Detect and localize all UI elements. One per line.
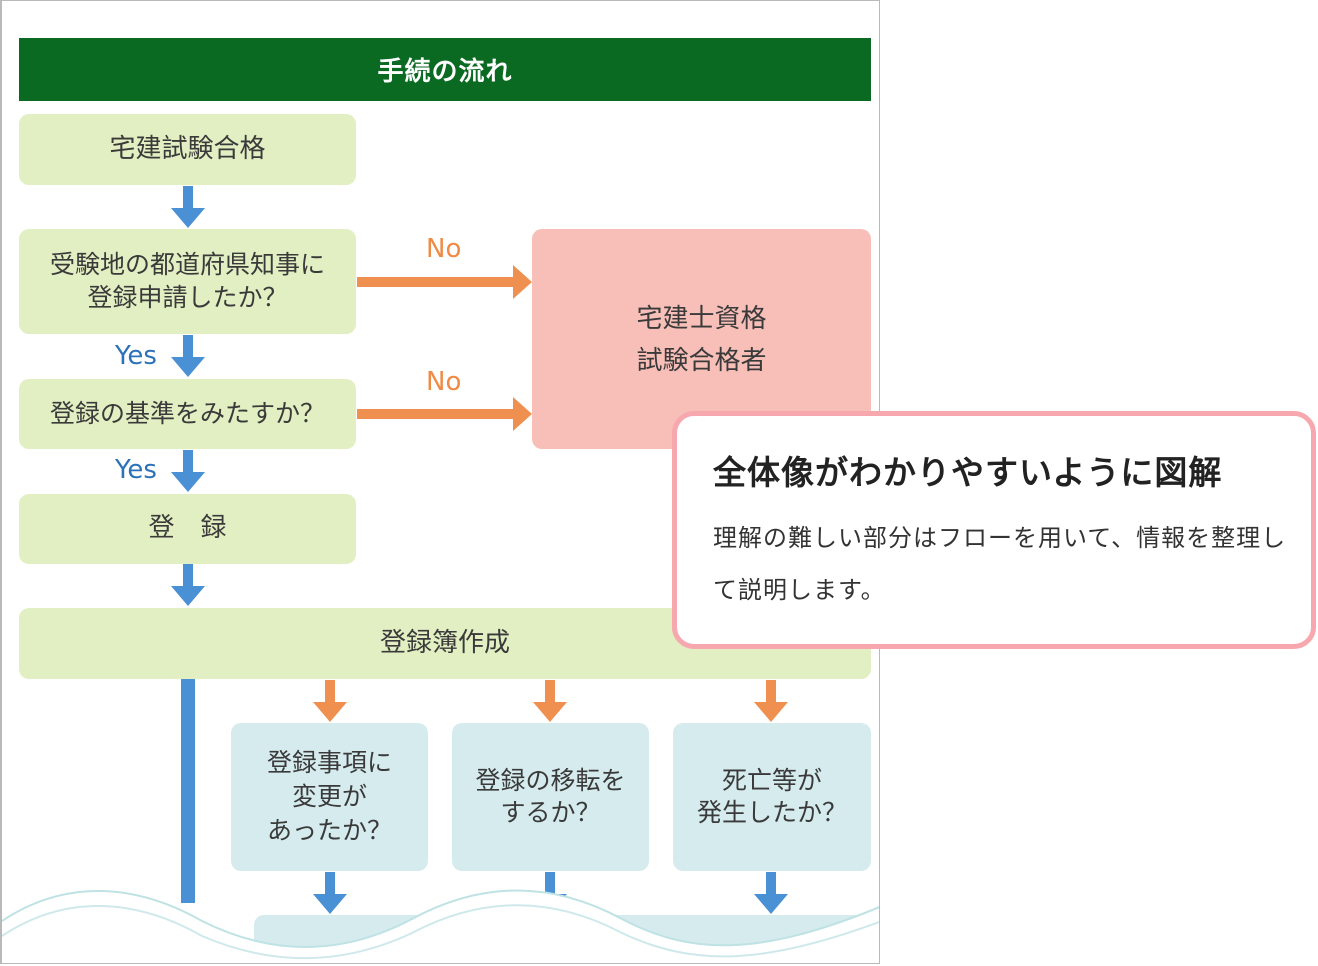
- callout-title: 全体像がわかりやすいように図解: [713, 453, 1223, 492]
- node-change-line2: 変更が: [291, 782, 367, 812]
- node-death-line1: 死亡等が: [721, 765, 822, 795]
- node-exam-pass: 宅建試験合格: [19, 114, 356, 185]
- label-yes-2: Yes: [115, 455, 157, 485]
- node-applied-line2: 登録申請したか？: [87, 282, 288, 312]
- arrow-applied-to-criteria: [183, 335, 193, 359]
- arrow-criteria-to-register: [183, 450, 193, 474]
- label-no-2: No: [426, 367, 462, 397]
- node-applied: 受験地の都道府県知事に 登録申請したか？: [19, 229, 356, 334]
- node-criteria-label: 登録の基準をみたすか？: [49, 398, 325, 428]
- node-qualified-line1: 宅建士資格: [636, 304, 767, 334]
- label-yes-1: Yes: [115, 341, 157, 371]
- node-change-line1: 登録事項に: [266, 748, 392, 778]
- node-applied-line1: 受験地の都道府県知事に: [49, 250, 325, 279]
- feature-callout: 全体像がわかりやすいように図解 理解の難しい部分はフローを用いて、情報を整理して…: [672, 411, 1316, 649]
- node-transfer-line1: 登録の移転を: [475, 765, 626, 795]
- node-death-line2: 発生したか？: [696, 798, 847, 827]
- arrow-pass-to-applied: [183, 186, 193, 210]
- node-exam-pass-label: 宅建試験合格: [109, 133, 266, 164]
- node-qualified-line2: 試験合格者: [636, 345, 767, 376]
- orange-arrows: [313, 265, 788, 722]
- callout-body: 理解の難しい部分はフローを用いて、情報を整理して説明します。: [713, 524, 1287, 604]
- continue-line: [181, 679, 195, 903]
- node-transfer-line2: するか？: [500, 798, 601, 827]
- node-transfer: 登録の移転を するか？: [452, 723, 649, 871]
- node-change-line3: あったか？: [266, 815, 392, 845]
- flow-arrows: [171, 186, 788, 914]
- node-death: 死亡等が 発生したか？: [673, 723, 871, 871]
- node-register: 登 録: [19, 494, 356, 564]
- node-criteria: 登録の基準をみたすか？: [19, 379, 356, 449]
- flow-title: 手続の流れ: [19, 38, 871, 101]
- wave-cutoff: [2, 889, 879, 963]
- node-register-label: 登 録: [148, 513, 227, 544]
- label-no-1: No: [426, 234, 462, 264]
- arrow-no-2: [357, 409, 515, 419]
- node-change: 登録事項に 変更が あったか？: [231, 723, 428, 871]
- arrow-register-to-registry: [183, 564, 193, 588]
- arrow-no-1: [357, 277, 515, 287]
- blue-arrows: [171, 186, 788, 914]
- node-registry-label: 登録簿作成: [379, 627, 510, 658]
